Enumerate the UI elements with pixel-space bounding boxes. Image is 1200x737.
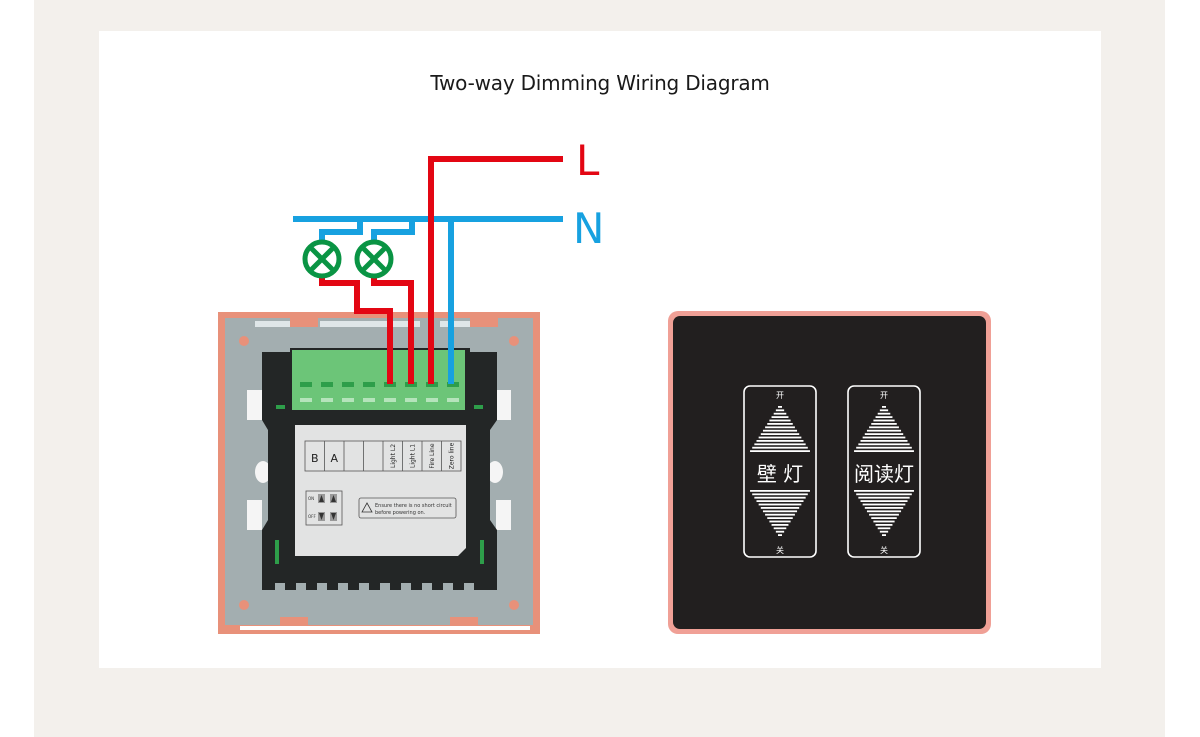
panel-face: [673, 316, 986, 629]
screw-hole: [239, 600, 249, 610]
button-name: 阅读灯: [854, 462, 914, 486]
housing-notches: [275, 583, 474, 590]
terminal-label: A: [330, 452, 338, 465]
lamp-icon: [354, 239, 394, 279]
terminal-block: [292, 350, 465, 410]
indicator: [480, 540, 484, 564]
live-label: L: [576, 136, 600, 185]
on-label: 开: [880, 391, 888, 400]
warning-line-1: Ensure there is no short circuit: [375, 503, 452, 509]
screw-hole: [509, 336, 519, 346]
side-slot: [247, 390, 262, 420]
clip: [255, 321, 290, 327]
off-label: OFF: [308, 514, 316, 519]
clip: [290, 313, 318, 327]
button-name: 壁 灯: [757, 462, 803, 486]
live-wiring: [319, 156, 563, 384]
diagram-title: Two-way Dimming Wiring Diagram: [430, 71, 770, 95]
indicator: [474, 405, 483, 409]
off-label: 关: [880, 545, 888, 555]
key-legend: ON OFF: [305, 490, 343, 526]
brightness-down-icon[interactable]: [854, 490, 914, 536]
switch-front-panel: 开关 壁 灯 开关 阅读灯: [668, 311, 991, 634]
warning-icon: [361, 502, 373, 513]
indicator: [276, 405, 285, 409]
indicator: [275, 540, 279, 564]
clip: [440, 321, 470, 327]
button-outline[interactable]: [743, 385, 817, 558]
side-slot: [247, 500, 262, 530]
warning-note: Ensure there is no short circuit before …: [358, 497, 457, 519]
clip: [470, 313, 498, 327]
label-sticker: [295, 425, 466, 556]
lamp-icon: [302, 239, 342, 279]
terminal-label: Fire Line: [429, 443, 436, 468]
neutral-label: N: [573, 204, 604, 253]
screw-hole: [239, 336, 249, 346]
brightness-up-icon[interactable]: [750, 406, 810, 452]
lamp-2-to-l1: [371, 278, 414, 384]
terminal-slots: [300, 382, 459, 402]
on-label: ON: [308, 496, 314, 501]
lamp-2: [354, 239, 394, 279]
neutral-to-lamp-1: [319, 219, 363, 240]
off-label: 关: [776, 545, 784, 555]
terminal-label: Light L1: [409, 444, 416, 468]
neutral-to-lamp-2: [371, 219, 415, 240]
mount-hole: [255, 461, 271, 483]
screw-hole: [509, 600, 519, 610]
mount-hole: [487, 461, 503, 483]
button-outline[interactable]: [847, 385, 921, 558]
warning-line-2: before powering on.: [375, 510, 426, 516]
brightness-down-icon[interactable]: [750, 490, 810, 536]
dimmer-button-wall-light[interactable]: 开关壁 灯: [743, 385, 817, 558]
brightness-up-icon[interactable]: [854, 406, 914, 452]
lamp-1: [302, 239, 342, 279]
side-slot: [496, 390, 511, 420]
terminal-label: Light L2: [390, 444, 397, 468]
lamp-1-to-l2: [319, 278, 393, 384]
terminal-label: B: [311, 452, 319, 465]
side-slot: [496, 500, 511, 530]
terminal-label: Zero line: [448, 442, 455, 469]
clip: [240, 626, 530, 630]
live-to-fire-terminal: [428, 156, 563, 384]
clip: [320, 321, 420, 327]
on-label: 开: [776, 391, 784, 400]
